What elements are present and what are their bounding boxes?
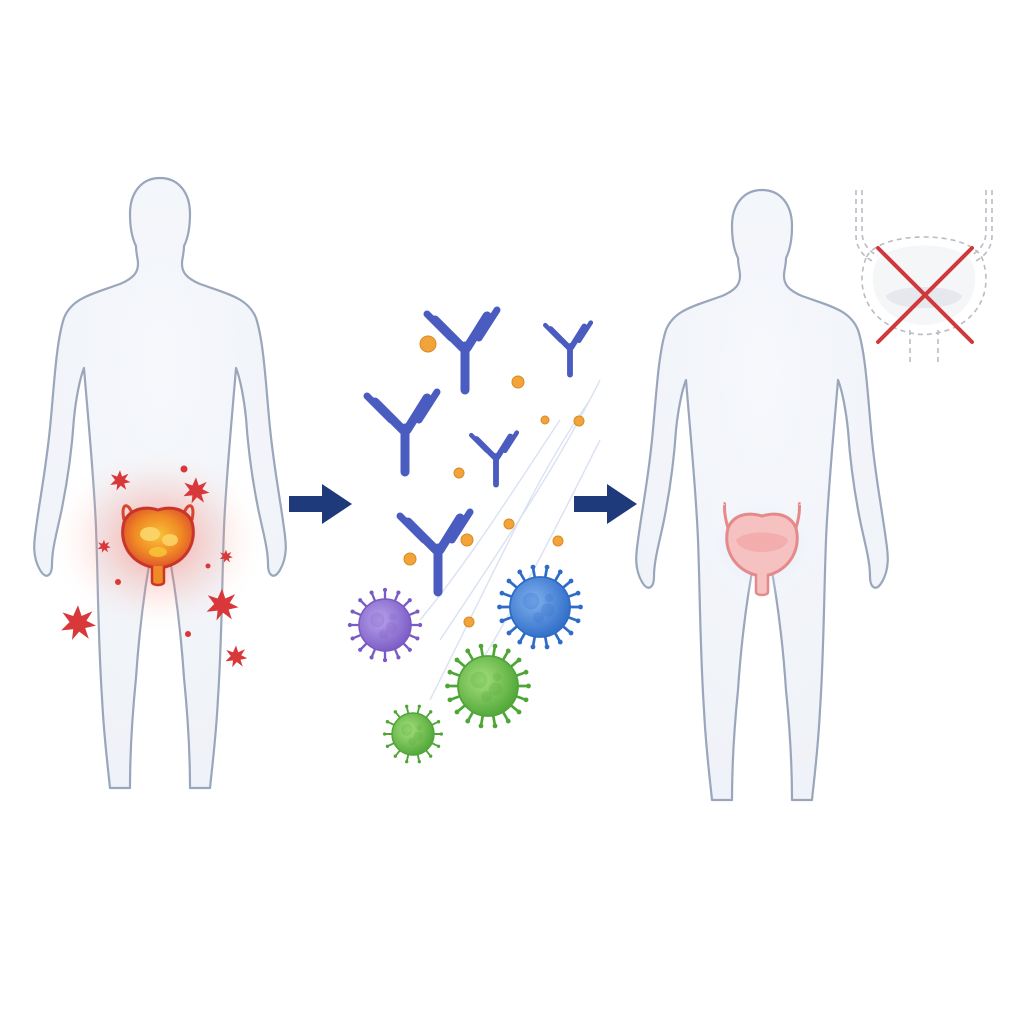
antibody-icon	[367, 392, 437, 472]
immune-response-cluster	[347, 310, 601, 764]
diseased-figure	[33, 176, 287, 790]
small-green-immune-cell-icon	[382, 704, 444, 764]
crossed-out-bladder-icon	[855, 190, 993, 366]
arrow-right-icon	[574, 484, 637, 524]
antibody-icon	[471, 433, 517, 485]
purple-immune-cell-icon	[347, 587, 423, 663]
inflammation-markers	[61, 465, 248, 668]
arrow-right-icon	[289, 484, 352, 524]
healthy-bladder-icon	[722, 502, 802, 597]
green-immune-cell-icon	[445, 643, 531, 729]
antibody-icon	[545, 323, 591, 375]
antigen-particle-icon	[403, 335, 585, 628]
starburst-icon	[225, 645, 248, 668]
healed-figure	[635, 188, 993, 802]
blue-immune-cell-icon	[497, 564, 583, 650]
inflamed-bladder-icon	[121, 504, 195, 587]
antibody-icon	[427, 310, 497, 390]
antibody-icon	[400, 512, 470, 592]
